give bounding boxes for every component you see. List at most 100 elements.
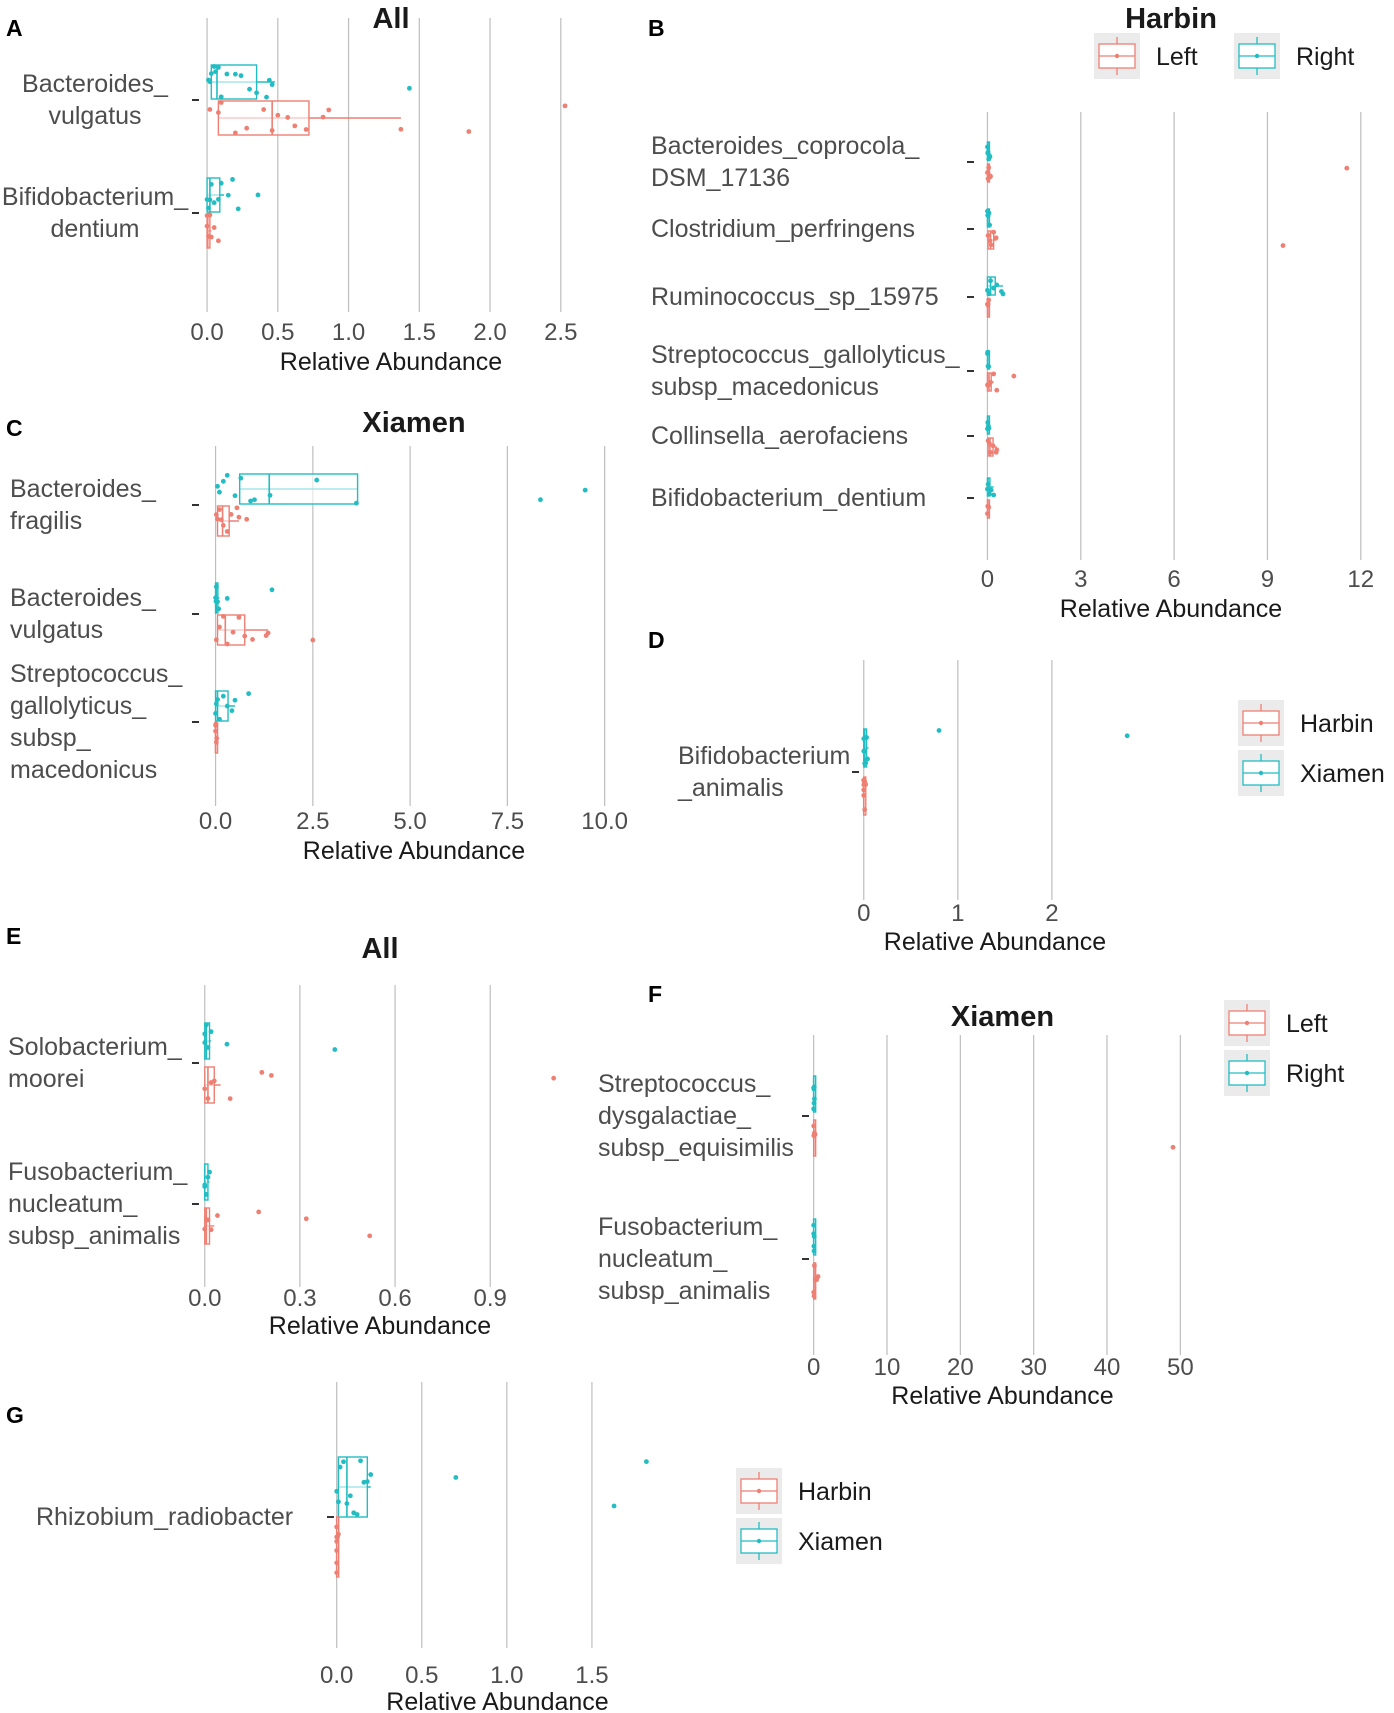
- boxplot-right: [811, 1218, 817, 1256]
- data-point: [259, 1069, 265, 1075]
- data-point: [213, 595, 218, 601]
- data-point: [213, 739, 219, 745]
- data-point: [562, 103, 568, 109]
- chart-title: Xiamen: [951, 1001, 1054, 1033]
- y-category-label: Streptococcus_gallolyticus_: [651, 341, 961, 369]
- data-point: [269, 82, 275, 88]
- data-point: [326, 107, 332, 113]
- data-point: [215, 483, 220, 489]
- boxplot-right: [985, 208, 993, 228]
- x-tick-label: 3: [1074, 566, 1087, 593]
- panel-letter: E: [6, 923, 21, 949]
- data-point: [207, 79, 213, 85]
- legend-label-xiamen: Xiamen: [1300, 760, 1385, 788]
- data-point: [994, 447, 1000, 453]
- data-point: [215, 238, 221, 244]
- x-axis-label: Relative Abundance: [269, 1312, 491, 1340]
- data-point: [204, 223, 210, 229]
- x-tick-label: 1.0: [490, 1662, 523, 1689]
- data-point: [236, 614, 242, 620]
- data-point: [213, 711, 218, 716]
- legend-key-point: [1258, 770, 1264, 776]
- x-tick-label: 20: [947, 1354, 974, 1381]
- legend-key-point: [1114, 53, 1120, 59]
- data-point: [218, 94, 224, 100]
- data-point: [812, 1132, 818, 1137]
- data-point: [334, 1570, 340, 1576]
- y-category-label: moorei: [8, 1065, 84, 1093]
- y-category-label: vulgatus: [48, 102, 141, 130]
- y-category-label: Bacteroides_: [10, 475, 157, 503]
- data-point: [994, 282, 1000, 288]
- x-tick-label: 7.5: [491, 808, 524, 835]
- data-point: [1124, 733, 1130, 739]
- legend-label-right: Right: [1286, 1060, 1344, 1088]
- data-point: [985, 233, 991, 238]
- boxplot-right: [202, 1022, 338, 1060]
- data-point: [991, 285, 997, 291]
- box-iqr: [337, 1456, 369, 1518]
- legend-key-point: [1244, 1070, 1250, 1076]
- legend-label-xiamen: Xiamen: [798, 1528, 883, 1556]
- data-point: [815, 1274, 821, 1279]
- y-category-label: subsp_: [10, 724, 92, 752]
- data-point: [1344, 165, 1350, 171]
- data-point: [203, 1022, 209, 1028]
- chart-title: Harbin: [1125, 3, 1217, 35]
- data-point: [985, 349, 991, 355]
- data-point: [988, 379, 993, 385]
- x-tick-label: 10: [874, 1354, 901, 1381]
- legend-key-point: [1254, 53, 1260, 59]
- legend-key-point: [1258, 720, 1264, 726]
- data-point: [986, 297, 992, 303]
- x-tick-label: 0.3: [283, 1285, 316, 1312]
- data-point: [811, 1293, 817, 1299]
- data-point: [538, 497, 543, 503]
- data-point: [238, 475, 244, 481]
- data-point: [256, 1209, 262, 1215]
- data-point: [202, 1226, 208, 1232]
- data-point: [453, 1475, 459, 1480]
- panel-letter: B: [648, 15, 665, 41]
- data-point: [811, 1243, 817, 1249]
- data-point: [203, 1192, 209, 1197]
- data-point: [269, 128, 275, 133]
- data-point: [250, 636, 255, 642]
- category: Bacteroides_vulgatus: [22, 64, 568, 136]
- boxplot-right: [985, 415, 992, 435]
- data-point: [812, 1263, 817, 1268]
- boxplot-left: [985, 437, 1000, 457]
- data-point: [244, 125, 250, 131]
- data-point: [224, 472, 230, 478]
- box-iqr: [217, 100, 310, 136]
- y-category-label: nucleatum_: [598, 1245, 728, 1273]
- boxplot-right: [213, 690, 252, 722]
- data-point: [235, 206, 241, 212]
- y-category-label: _animalis: [677, 774, 784, 802]
- boxplot-right: [985, 349, 992, 370]
- data-point: [215, 196, 221, 202]
- data-point: [334, 1488, 340, 1494]
- legend-key-left: [1094, 33, 1140, 79]
- data-point: [205, 1096, 211, 1101]
- data-point: [988, 173, 993, 179]
- chart-title: All: [361, 933, 398, 965]
- data-point: [207, 197, 213, 203]
- y-category-label: Fusobacterium_: [598, 1213, 778, 1241]
- data-point: [261, 107, 267, 112]
- y-category-label: subsp_macedonicus: [651, 373, 879, 401]
- data-point: [225, 192, 231, 198]
- x-tick-label: 0.0: [190, 319, 223, 346]
- data-point: [269, 587, 275, 593]
- category: Streptococcus_dysgalactiae_subsp_equisim…: [598, 1070, 1176, 1162]
- boxplot-left: [213, 721, 220, 754]
- data-point: [368, 1472, 374, 1477]
- data-point: [611, 1503, 617, 1509]
- category: Fusobacterium_nucleatum_subsp_animalis: [598, 1213, 821, 1305]
- x-axis-label: Relative Abundance: [303, 837, 525, 865]
- data-point: [228, 511, 234, 517]
